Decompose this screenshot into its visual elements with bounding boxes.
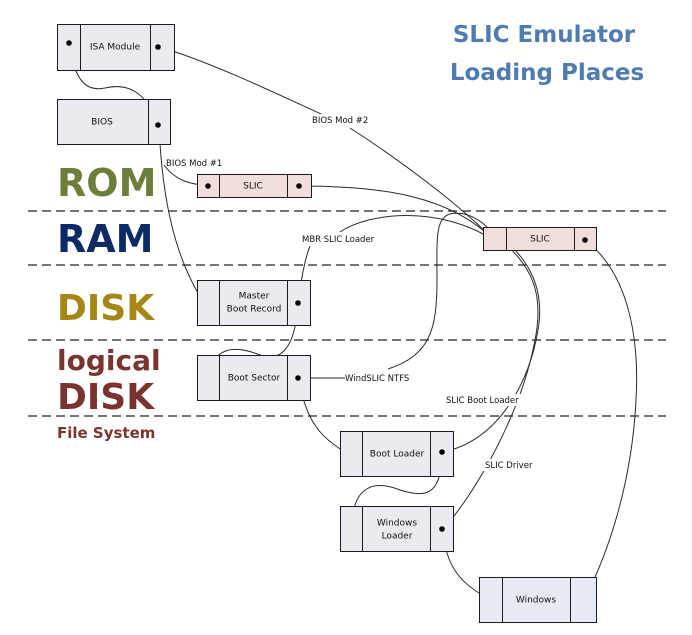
box-slic-rom[interactable]: SLIC: [197, 174, 312, 198]
connector-boot-loader-to-windows-loader: [348, 451, 444, 529]
port-dot: [439, 449, 445, 455]
title-line-2: Loading Places: [450, 60, 644, 86]
box-boot-loader-label: Boot Loader: [370, 450, 425, 460]
port-dot: [582, 237, 588, 243]
box-boot-loader[interactable]: Boot Loader: [340, 431, 454, 477]
box-bios-label: BIOS: [91, 118, 113, 128]
label-bios-mod-2: BIOS Mod #2: [312, 116, 368, 126]
box-master-boot-record[interactable]: Master Boot Record: [197, 280, 311, 326]
box-mbr-label-1: Master: [239, 292, 270, 302]
box-windows-label: Windows: [516, 596, 556, 606]
zone-filesystem-label: File System: [57, 424, 155, 442]
box-boot-sector[interactable]: Boot Sector: [197, 355, 311, 401]
box-isa-module-label: ISA Module: [90, 43, 141, 53]
port-dot: [439, 526, 445, 532]
port-dot: [295, 300, 301, 306]
connector-slic-driver: [442, 237, 539, 530]
label-slic-boot-loader: SLIC Boot Loader: [446, 396, 519, 406]
label-slic-driver: SLIC Driver: [485, 461, 533, 471]
port-dot: [295, 375, 301, 381]
connector-slic-boot-loader: [442, 235, 541, 453]
box-windows-loader-label-1: Windows: [377, 519, 417, 529]
label-windslic-ntfs: WindSLIC NTFS: [345, 374, 409, 384]
zone-logical-label: logical: [57, 344, 161, 377]
connector-slic-rom-to-ram: [298, 185, 496, 242]
box-windows[interactable]: Windows: [479, 577, 597, 623]
title-line-1: SLIC Emulator: [453, 22, 636, 48]
port-dot: [296, 183, 302, 189]
zone-ram-label: RAM: [57, 217, 153, 261]
box-slic-rom-label: SLIC: [243, 182, 263, 192]
zone-disk-label: DISK: [57, 288, 155, 329]
port-dot: [155, 44, 161, 50]
port-dot: [205, 183, 211, 189]
box-slic-ram[interactable]: SLIC: [483, 227, 597, 251]
port-dot: [66, 40, 72, 46]
label-mbr-slic-loader: MBR SLIC Loader: [302, 235, 375, 245]
port-dot: [155, 122, 161, 128]
connector-bios-to-mbr: [158, 124, 207, 307]
box-boot-sector-label: Boot Sector: [228, 374, 281, 384]
box-slic-ram-label: SLIC: [530, 235, 550, 245]
box-windows-loader-label-2: Loader: [382, 532, 413, 542]
connector-windslic-b: [387, 212, 498, 370]
connector-slic-ram-to-windows: [583, 239, 638, 601]
box-isa-module[interactable]: ISA Module: [57, 24, 175, 71]
box-windows-loader[interactable]: Windows Loader: [340, 506, 454, 552]
box-bios[interactable]: BIOS: [57, 99, 171, 145]
connector-bios-mod-2-b: [349, 127, 496, 242]
connector-labels: BIOS Mod #1 BIOS Mod #2 MBR SLIC Loader …: [166, 114, 535, 471]
connector-bios-mod-2-a: [159, 46, 331, 119]
zone-rom-label: ROM: [57, 161, 156, 205]
label-bios-mod-1: BIOS Mod #1: [166, 159, 222, 169]
box-mbr-label-2: Boot Record: [227, 305, 282, 315]
connector-mbr-slic-loader-b: [339, 215, 496, 242]
zone-logical-disk-label: DISK: [57, 377, 155, 418]
